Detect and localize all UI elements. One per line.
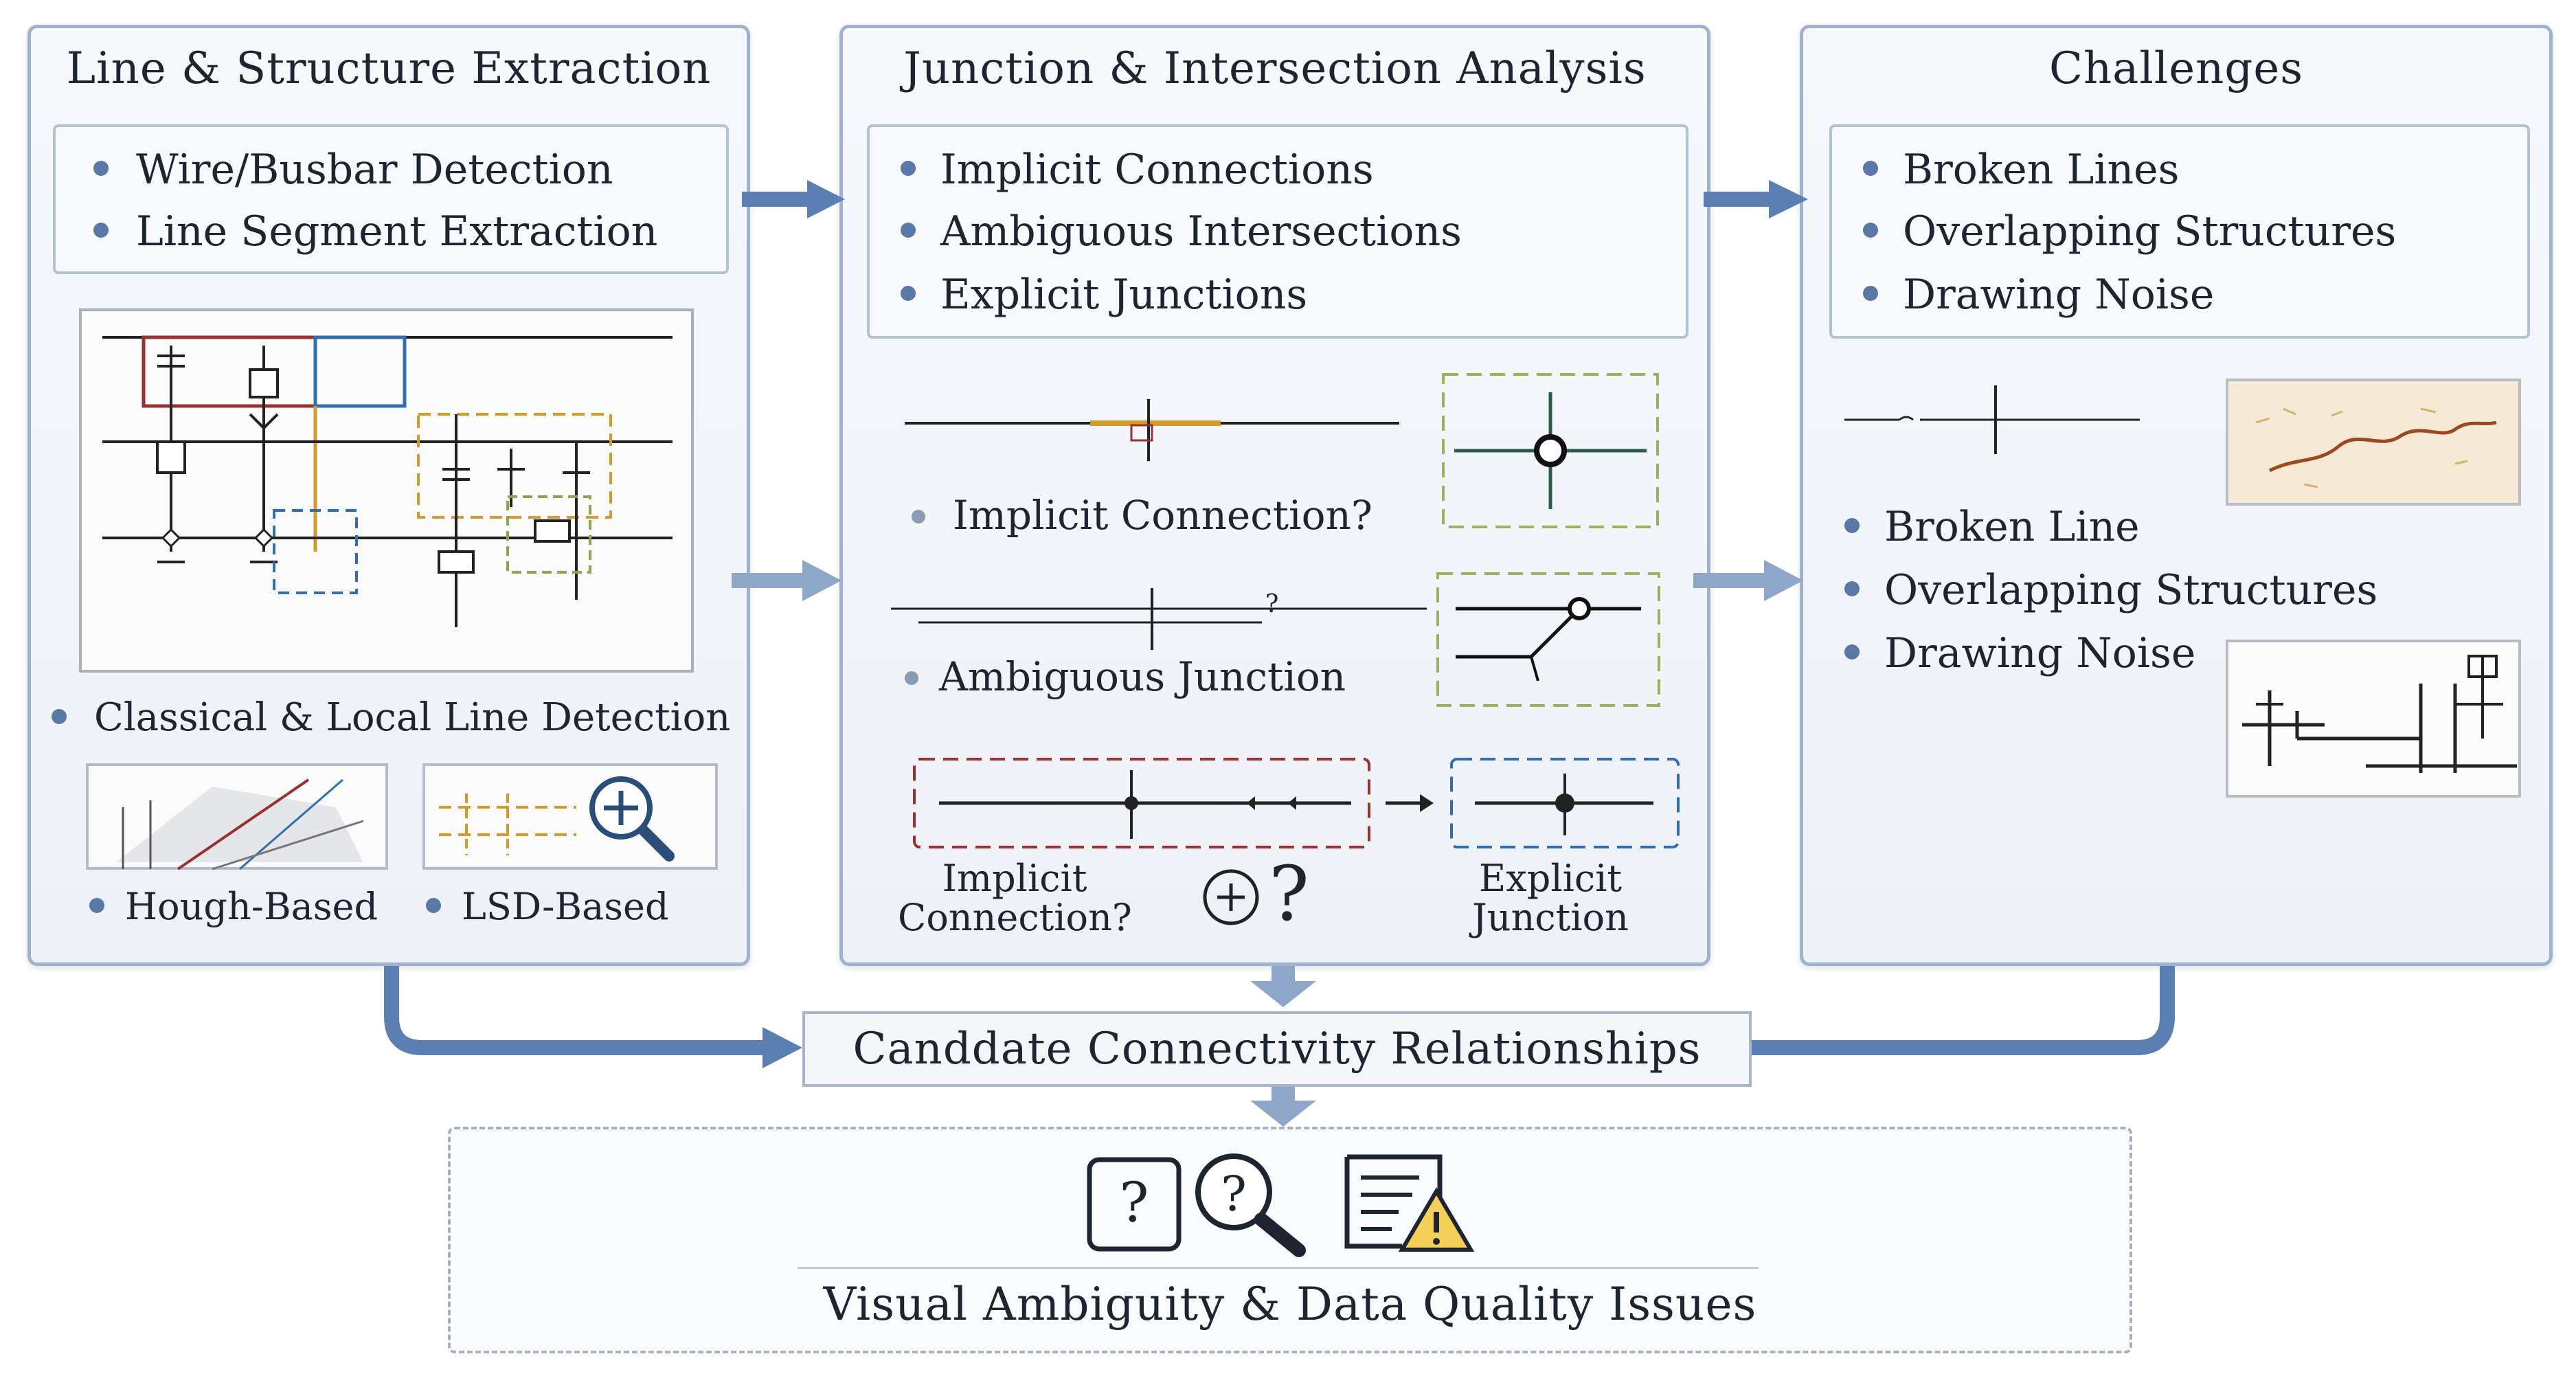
question-mark-icon: ? [1269,850,1309,938]
list-item-text: Drawing Noise [1903,271,2215,319]
magnifier-plus-icon [589,776,675,861]
bullet-dot [1844,581,1860,597]
implicit-line2: Connection? [898,895,1132,939]
overlap-image [2226,640,2521,798]
list-item-text: Broken Lines [1903,146,2180,194]
bullet-dot [1863,286,1878,302]
noise-squiggle [2255,407,2497,488]
list-item: Line Segment Extraction [93,211,657,252]
list-item: Broken Line [1844,506,2140,548]
question-box-icon: ? [1087,1157,1182,1252]
panel-title: Junction & Intersection Analysis [903,43,1647,94]
lsd-thumbnail [422,763,718,870]
hough-label: Hough-Based [89,888,378,925]
list-item: Implicit Connections [901,149,1374,190]
list-item: Overlapping Structures [1863,211,2396,252]
lsd-label: LSD-Based [426,888,669,925]
explicit-junction-label: Explicit Junction [1427,859,1674,937]
implicit-connection-text: Implicit Connection? [953,492,1372,539]
implicit-connection-sketch [905,399,1399,461]
list-item-text: Overlapping Structures [1884,566,2378,614]
list-item: Explicit Junctions [901,274,1307,315]
bullet-dot [1863,223,1878,238]
bullet-dot [905,671,918,685]
overlap-drawing [2242,655,2517,773]
green-junction-box [1442,373,1659,528]
visual-ambiguity-label: Visual Ambiguity & Data Quality Issues [823,1278,1757,1331]
hough-lines [116,778,364,870]
magnifier-glyph: ? [1221,1166,1247,1222]
bullet-dot [52,708,67,724]
visual-ambiguity-box: ? ? Visual Ambiguity & Data Quality Issu… [448,1127,2132,1353]
list-item-text: Ambiguous Intersections [940,207,1462,256]
document-warning-icon [1344,1154,1475,1252]
ambiguous-junction-label: Ambiguous Junction [905,657,1346,697]
lsd-text: LSD-Based [462,885,669,928]
list-item-text: Overlapping Structures [1903,207,2397,256]
bullet-dot [89,898,104,913]
panel-title: Challenges [2048,43,2304,94]
implicit-connection-label: Implicit Connection? [912,495,1372,535]
implicit-line1: Implicit [942,857,1087,900]
explicit-line2: Junction [1472,895,1629,939]
question-box-glyph: ? [1120,1171,1149,1235]
panel-title: Line & Structure Extraction [66,43,712,94]
left-items-box: Wire/Busbar Detection Line Segment Extra… [53,124,729,274]
list-item: Drawing Noise [1863,274,2214,315]
panel-challenges: Challenges Broken Lines Overlapping Stru… [1800,25,2553,966]
list-item-text: Line Segment Extraction [136,207,658,256]
bullet-dot [901,223,916,238]
lsd-segments [439,793,576,855]
list-item: Drawing Noise [1844,633,2195,674]
schematic-image [79,308,694,673]
list-item: Ambiguous Intersections [901,211,1462,252]
list-item-text: Explicit Junctions [940,271,1308,319]
green-ambiguous-box [1436,572,1660,707]
candidate-connectivity-box: Canddate Connectivity Relationships [802,1011,1752,1087]
bullet-dot [912,510,925,523]
list-item-text: Broken Line [1884,503,2140,551]
hough-thumbnail [86,763,388,870]
implicit-connection-q-label: Implicit Connection? [898,857,1132,939]
bullet-dot [1863,161,1878,177]
bullet-dot [93,223,109,238]
list-item-text: Drawing Noise [1884,629,2196,677]
list-item-text: Implicit Connections [940,146,1374,194]
classical-line-detection: Classical & Local Line Detection [52,699,730,737]
magnifier-question-icon: ? [1195,1153,1306,1257]
noise-image [2226,379,2521,506]
middle-items-box: Implicit Connections Ambiguous Intersect… [867,124,1688,339]
hough-text: Hough-Based [125,885,379,928]
classical-text: Classical & Local Line Detection [94,695,731,740]
implicit-to-explicit-row [913,758,1680,848]
bullet-dot [1844,644,1860,660]
explicit-line1: Explicit [1478,857,1623,900]
list-item: Wire/Busbar Detection [93,149,613,190]
bullet-dot [901,286,916,302]
question-text: ? [1265,590,1278,618]
panel-line-structure-extraction: Line & Structure Extraction Wire/Busbar … [27,25,750,966]
schematic-drawing [102,335,673,627]
list-item: Broken Lines [1863,149,2179,190]
bullet-dot [426,898,441,913]
bullet-dot [1844,518,1860,534]
list-item: Overlapping Structures [1844,570,2377,611]
right-items-box: Broken Lines Overlapping Structures Draw… [1829,124,2530,339]
bullet-dot [93,161,109,177]
bottom-divider [798,1267,1759,1269]
panel-junction-intersection-analysis: Junction & Intersection Analysis Implici… [839,25,1710,966]
plus-circle-icon [1203,869,1259,925]
bullet-dot [901,161,916,177]
list-item-text: Wire/Busbar Detection [136,146,613,194]
ambiguous-junction-text: Ambiguous Junction [939,653,1346,700]
ambiguous-junction-sketch: ? [891,588,1427,650]
broken-line-sketch [1844,385,2140,454]
